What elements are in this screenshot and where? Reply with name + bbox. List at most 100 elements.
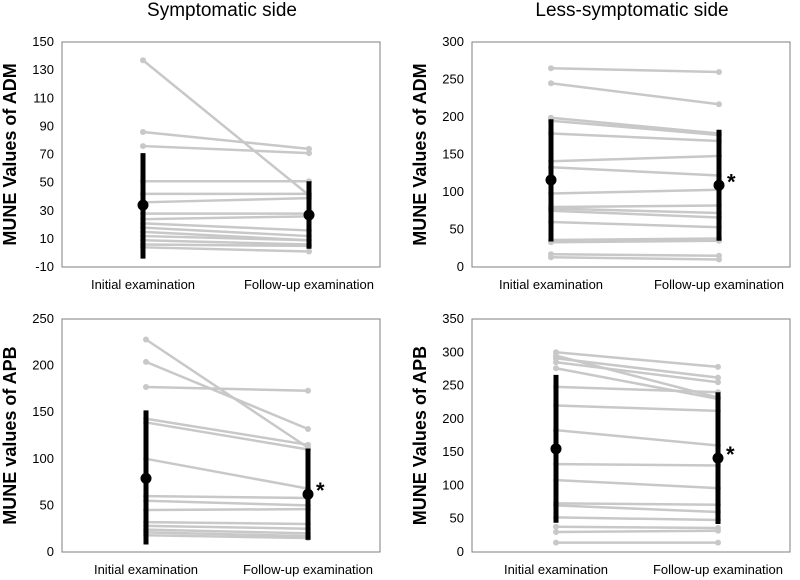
y-tick-label: 110	[33, 90, 54, 105]
subject-line	[142, 215, 310, 221]
y-tick-label: 30	[40, 203, 54, 218]
subject-line	[145, 338, 309, 449]
x-category-label: Initial examination	[499, 277, 603, 292]
y-axis-label: MUNE Values of ADM	[410, 63, 430, 245]
subject-line	[555, 504, 719, 514]
y-tick-label: 250	[442, 378, 464, 393]
x-category-label: Initial examination	[504, 562, 608, 577]
subject-line	[145, 533, 309, 540]
mean-point	[140, 472, 152, 484]
significance-marker: *	[316, 478, 325, 503]
y-tick-label: 50	[40, 175, 54, 190]
y-tick-label: 100	[442, 477, 464, 492]
subject-line	[145, 417, 309, 447]
y-tick-label: 200	[442, 109, 464, 124]
subject-line	[555, 525, 719, 530]
subject-line	[555, 385, 719, 394]
subject-point	[553, 529, 559, 536]
subject-line	[145, 499, 309, 507]
y-tick-label: 200	[32, 358, 54, 373]
subject-line	[142, 130, 310, 151]
y-tick-label: 90	[40, 118, 54, 133]
subject-line	[555, 529, 719, 534]
y-tick-label: 150	[442, 444, 464, 459]
mean-point	[137, 199, 149, 211]
subject-point	[305, 441, 311, 448]
plot-frame	[471, 318, 791, 553]
y-tick-label: 130	[32, 62, 54, 77]
subject-line	[145, 457, 309, 490]
y-tick-label: 70	[40, 147, 54, 162]
subject-line	[555, 462, 719, 467]
plot-frame	[61, 41, 381, 268]
subject-line	[555, 351, 719, 369]
symptomatic-side-header: Symptomatic side	[147, 0, 297, 21]
y-tick-label: 150	[442, 147, 464, 162]
x-category-label: Follow-up examination	[653, 562, 783, 577]
plot-frame	[61, 318, 381, 553]
subject-line	[142, 234, 310, 242]
y-tick-label: 10	[40, 231, 54, 246]
y-tick-label: 50	[40, 497, 54, 512]
subject-line	[550, 253, 720, 257]
subject-point	[140, 143, 146, 150]
subject-line	[142, 226, 310, 238]
subject-line	[142, 222, 310, 232]
y-tick-label: 150	[32, 404, 54, 419]
y-tick-label: 0	[457, 544, 464, 559]
subject-line	[550, 256, 720, 261]
subject-point	[553, 539, 559, 546]
subject-line	[550, 154, 720, 163]
y-tick-label: 0	[47, 544, 54, 559]
x-category-label: Follow-up examination	[244, 277, 374, 292]
subject-line	[145, 507, 309, 512]
x-category-label: Follow-up examination	[654, 277, 784, 292]
subject-line	[145, 531, 309, 538]
subject-point	[553, 523, 559, 530]
subject-point	[140, 129, 146, 135]
y-tick-label: 300	[442, 344, 464, 359]
plot-frame	[471, 41, 791, 268]
subject-line	[142, 239, 310, 246]
x-category-label: Initial examination	[91, 277, 195, 292]
subject-line	[555, 361, 719, 384]
mean-point	[713, 179, 725, 191]
subject-line	[142, 243, 310, 248]
subject-line	[145, 520, 309, 526]
subject-line	[142, 144, 310, 155]
y-tick-label: 200	[442, 411, 464, 426]
subject-line	[145, 528, 309, 535]
subject-line	[550, 67, 720, 74]
subject-line	[142, 196, 310, 204]
y-tick-label: 100	[32, 451, 54, 466]
y-tick-label: 50	[450, 222, 464, 237]
subject-line	[555, 516, 719, 522]
subject-line	[555, 404, 719, 413]
subject-point	[305, 425, 311, 432]
subject-line	[550, 207, 720, 215]
subject-line	[555, 502, 719, 506]
y-tick-label: 350	[442, 311, 464, 326]
subject-line	[550, 188, 720, 195]
y-tick-label: 0	[457, 259, 464, 274]
subject-line	[550, 116, 720, 135]
subject-line	[550, 239, 720, 244]
subject-point	[716, 101, 722, 108]
y-tick-label: 50	[450, 511, 464, 526]
subject-line	[550, 237, 720, 242]
subject-point	[548, 80, 554, 87]
subject-line	[145, 385, 309, 393]
subject-line	[142, 59, 310, 197]
subject-point	[306, 145, 312, 152]
subject-point	[715, 527, 721, 534]
y-tick-label: 250	[442, 72, 464, 87]
subject-line	[145, 360, 309, 431]
mean-point	[302, 488, 314, 500]
subject-line	[555, 357, 719, 379]
subject-point	[716, 69, 722, 75]
